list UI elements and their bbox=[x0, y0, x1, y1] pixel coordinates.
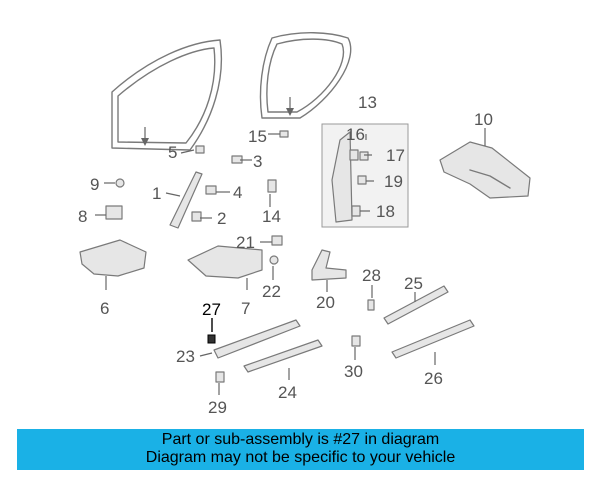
callout-16: 16 bbox=[346, 125, 365, 144]
info-banner: Part or sub-assembly is #27 in diagram D… bbox=[17, 429, 584, 470]
callout-15: 15 bbox=[248, 127, 267, 146]
rear-door-weatherstrip bbox=[259, 32, 352, 119]
callout-28: 28 bbox=[362, 266, 381, 285]
callout-5: 5 bbox=[168, 143, 177, 162]
callout-9: 9 bbox=[90, 175, 99, 194]
leader-lines bbox=[95, 128, 486, 395]
banner-part-line: Part or sub-assembly is #27 in diagram bbox=[161, 431, 440, 448]
callout-25: 25 bbox=[404, 274, 423, 293]
front-sill-plate bbox=[213, 319, 323, 373]
floor-carpet-center bbox=[187, 245, 263, 279]
callout-1: 1 bbox=[152, 184, 161, 203]
callout-18: 18 bbox=[376, 202, 395, 221]
callout-23: 23 bbox=[176, 347, 195, 366]
front-floor-carpet bbox=[79, 239, 147, 277]
callout-20: 20 bbox=[316, 293, 335, 312]
callout-14: 14 bbox=[262, 207, 281, 226]
a-pillar-trim bbox=[169, 171, 203, 229]
c-pillar-trim bbox=[311, 249, 347, 281]
callout-10: 10 bbox=[474, 110, 493, 129]
callout-26: 26 bbox=[424, 369, 443, 388]
callout-3: 3 bbox=[253, 152, 262, 171]
fasteners bbox=[105, 130, 375, 383]
arrow-door-strip bbox=[141, 97, 294, 146]
banner-disclaimer-line: Diagram may not be specific to your vehi… bbox=[145, 449, 456, 466]
callout-7: 7 bbox=[241, 299, 250, 318]
rear-sill-plate bbox=[383, 285, 475, 359]
callout-24: 24 bbox=[278, 383, 297, 402]
callout-8: 8 bbox=[78, 207, 87, 226]
callout-17: 17 bbox=[386, 146, 405, 165]
callout-30: 30 bbox=[344, 362, 363, 381]
front-door-weatherstrip bbox=[111, 39, 223, 151]
callout-4: 4 bbox=[233, 183, 242, 202]
parts-diagram: 1 2 3 4 5 6 7 8 9 10 13 14 15 16 17 18 1… bbox=[78, 32, 531, 417]
callout-6: 6 bbox=[100, 299, 109, 318]
callout-29: 29 bbox=[208, 398, 227, 417]
callout-19: 19 bbox=[384, 172, 403, 191]
callout-22: 22 bbox=[262, 282, 281, 301]
pillar-trim-box bbox=[321, 123, 409, 228]
callout-27: 27 bbox=[202, 300, 221, 319]
rear-floor-carpet bbox=[439, 141, 531, 199]
callout-13: 13 bbox=[358, 93, 377, 112]
callout-21: 21 bbox=[236, 233, 255, 252]
callout-2: 2 bbox=[217, 209, 226, 228]
